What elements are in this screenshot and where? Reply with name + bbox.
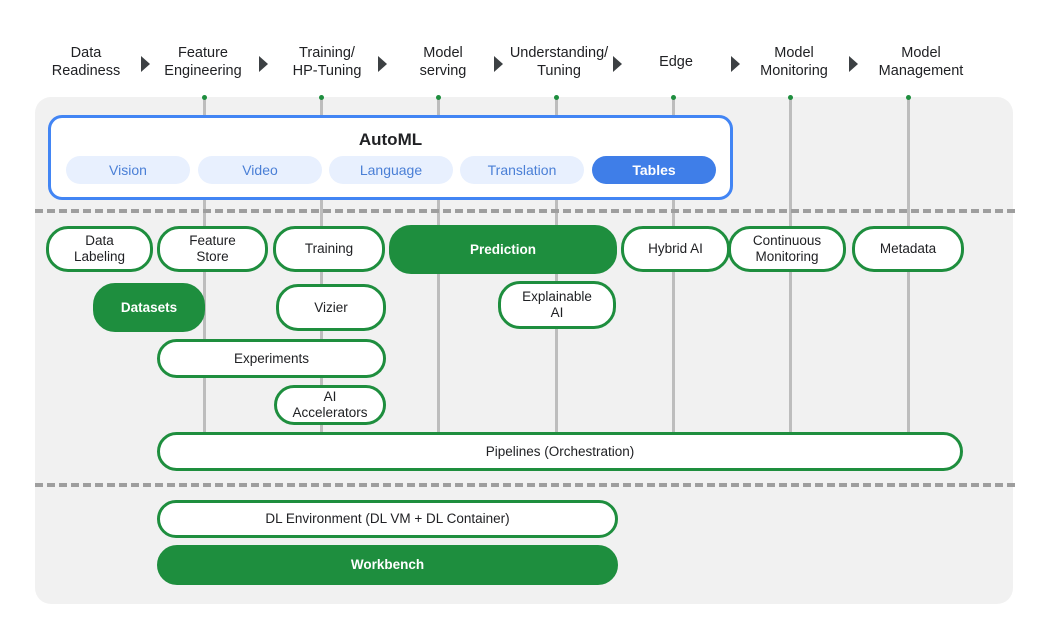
chevron-right-icon [731,56,740,72]
ml-workflow-stages: Data Readiness Feature Engineering Train… [0,0,1056,90]
chevron-right-icon [613,56,622,72]
prediction-pill: Prediction [389,225,617,274]
automl-vision: Vision [66,156,190,184]
chevron-right-icon [378,56,387,72]
connector-dot [670,95,676,100]
layer-separator [35,483,1015,487]
stage-model-monitoring: Model Monitoring [760,45,828,79]
stage-understanding-tuning: Understanding/ Tuning [509,45,609,79]
feature-store-pill: Feature Store [157,226,268,272]
stage-feature-engineering: Feature Engineering [164,45,242,79]
hybrid-ai-pill: Hybrid AI [621,226,730,272]
automl-language: Language [329,156,453,184]
data-labeling-pill: Data Labeling [46,226,153,272]
dl-environment-pill: DL Environment (DL VM + DL Container) [157,500,618,538]
chevron-right-icon [259,56,268,72]
experiments-pill: Experiments [157,339,386,378]
chevron-right-icon [849,56,858,72]
connector-dot [201,95,207,100]
stage-data-readiness: Data Readiness [51,45,121,79]
automl-box: AutoML Vision Video Language Translation… [48,115,733,200]
automl-tables: Tables [592,156,716,184]
layer-separator [35,209,1015,213]
connector-dot [435,95,441,100]
stage-model-management: Model Management [878,45,964,79]
continuous-monitoring-pill: Continuous Monitoring [728,226,846,272]
stage-edge: Edge [659,54,693,70]
connector-dot [553,95,559,100]
connector-dot [318,95,324,100]
stage-model-serving: Model serving [419,45,467,79]
automl-video: Video [198,156,322,184]
chevron-right-icon [494,56,503,72]
training-pill: Training [273,226,385,272]
workbench-pill: Workbench [157,545,618,585]
vizier-pill: Vizier [276,284,386,331]
automl-title: AutoML [358,130,423,149]
stage-training-hp-tuning: Training/ HP-Tuning [292,45,362,79]
connector-dot [905,95,911,100]
chevron-right-icon [141,56,150,72]
automl-translation: Translation [460,156,584,184]
pipelines-pill: Pipelines (Orchestration) [157,432,963,471]
connector-dot [787,95,793,100]
datasets-pill: Datasets [93,283,205,332]
metadata-pill: Metadata [852,226,964,272]
ai-accelerators-pill: AI Accelerators [274,385,386,425]
explainable-ai-pill: Explainable AI [498,281,616,329]
